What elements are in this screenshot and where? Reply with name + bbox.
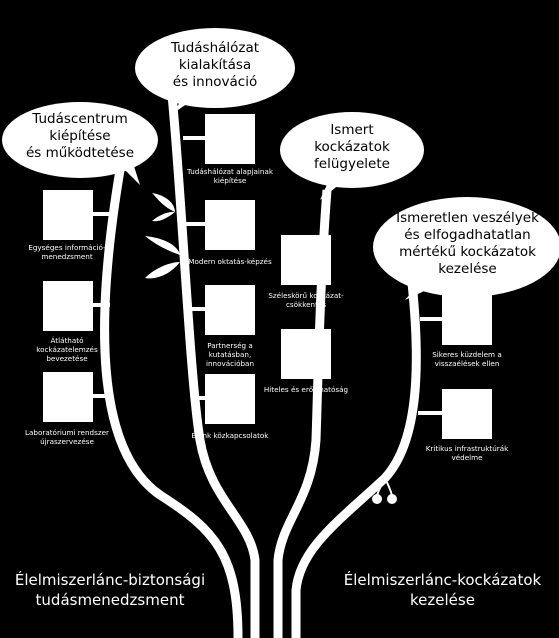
label-center-4: Élénk közkapcsolatok bbox=[191, 431, 269, 440]
box-center-4 bbox=[205, 374, 255, 424]
leaves bbox=[145, 193, 180, 279]
label-left-3: Laboratóriumi rendszer újraszervezése bbox=[25, 428, 109, 446]
bubble-center-tail bbox=[175, 90, 200, 112]
leaf-icon bbox=[145, 236, 180, 255]
bubble-center bbox=[135, 28, 295, 108]
box-left-1 bbox=[43, 190, 93, 240]
bubble-mid-right-tail bbox=[320, 178, 345, 200]
bubble-mid-right bbox=[280, 112, 424, 188]
stem-far-left bbox=[100, 169, 243, 638]
bubble-left bbox=[2, 102, 158, 178]
leaf-icon bbox=[152, 193, 175, 212]
bubbles bbox=[2, 28, 559, 300]
label-left-2: Átlátható kockázatelemzés bevezetése bbox=[36, 336, 98, 363]
stem-far-right bbox=[291, 282, 421, 638]
leaf-icon bbox=[152, 211, 175, 222]
box-left-2 bbox=[43, 281, 93, 331]
label-mid-right-2: Hiteles és erős hatóság bbox=[263, 385, 349, 394]
box-left-3 bbox=[43, 372, 93, 422]
box-right-2 bbox=[442, 389, 492, 439]
box-right-1 bbox=[442, 295, 492, 345]
label-center-2: Modern oktatás-képzés bbox=[188, 257, 272, 266]
box-center-3 bbox=[205, 285, 255, 335]
box-mid-right-1 bbox=[281, 235, 331, 285]
label-left-1: Egységes információ-menedzsment bbox=[28, 243, 106, 261]
stem-center-left bbox=[167, 94, 260, 638]
label-center-3: Partnerség a kutatásban, innovációban bbox=[205, 341, 255, 368]
bubble-left-tail bbox=[120, 160, 140, 185]
label-right-2: Kritikus infrastruktúrák védelme bbox=[425, 444, 509, 462]
label-right-1: Sikeres küzdelem a visszaélések ellen bbox=[432, 350, 502, 368]
box-center-1 bbox=[205, 114, 255, 164]
box-center-2 bbox=[205, 200, 255, 250]
bubble-right-tail bbox=[405, 283, 435, 300]
label-center-1: Tudáshálózat alapjainak kiépítése bbox=[186, 167, 274, 185]
bubble-right bbox=[373, 197, 559, 297]
leaf-icon bbox=[145, 262, 180, 279]
box-mid-right-2 bbox=[281, 329, 331, 379]
label-mid-right-1: Széleskörű kockázat-csökkentés bbox=[268, 291, 344, 309]
cherries-icon bbox=[372, 477, 397, 504]
